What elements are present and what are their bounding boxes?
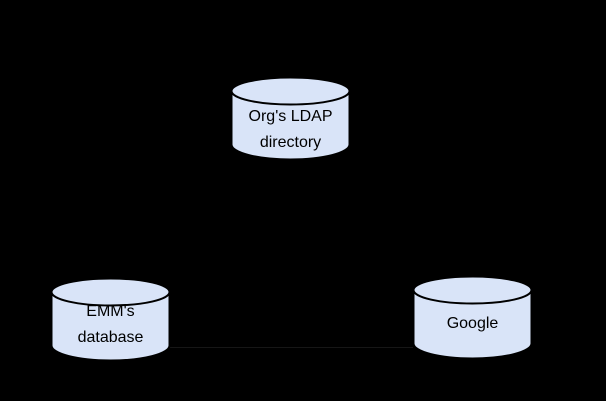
node-label: Google: [412, 311, 533, 337]
node-label: Org's LDAP directory: [230, 104, 351, 156]
node-label-line: directory: [259, 134, 322, 151]
database-cylinder-icon: [230, 76, 351, 161]
emm-google-connector-line: [170, 347, 413, 348]
node-label-line: Org's LDAP: [248, 108, 333, 125]
node-label-line: Google: [446, 315, 499, 332]
node-google: Google: [412, 275, 533, 360]
node-emm-database: EMM's database: [50, 277, 171, 362]
node-label-line: EMM's: [86, 303, 135, 320]
database-cylinder-icon: [412, 275, 533, 360]
node-ldap-directory: Org's LDAP directory: [230, 76, 351, 161]
node-label: EMM's database: [50, 299, 171, 351]
database-cylinder-icon: [50, 277, 171, 362]
node-label-line: database: [77, 329, 144, 346]
